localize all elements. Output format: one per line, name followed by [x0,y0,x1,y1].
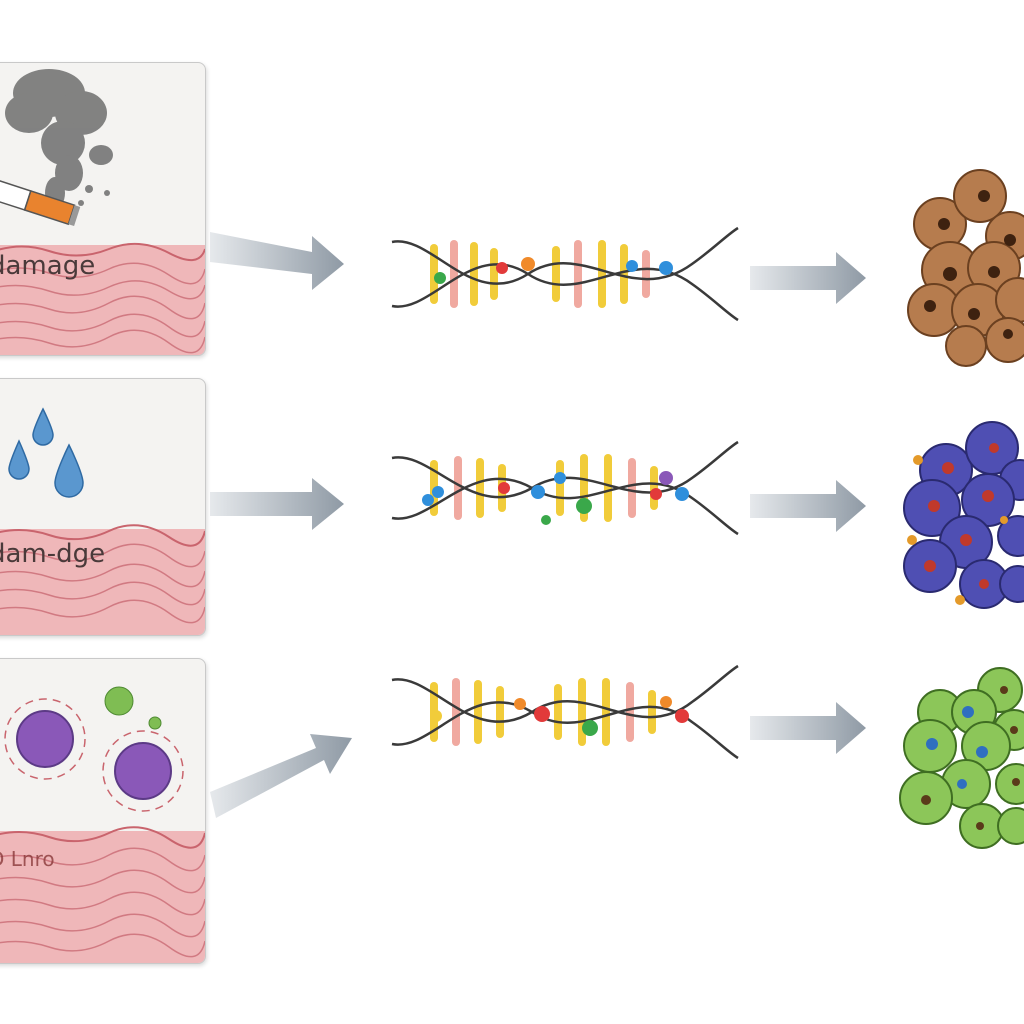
panel-fluid-art [0,407,205,635]
row-1-label: damage [0,251,96,281]
row-2-label: dam-dge [0,539,106,569]
cell-cluster-green [899,667,1024,849]
water-drop-icon [8,407,84,498]
row-3-label: D Lnro [0,847,55,871]
panel-inflammation-art [0,686,205,963]
panel-fluid: dam-dge [0,378,206,636]
tissue-layer [0,524,205,635]
cell-cluster-brown [907,169,1024,367]
arrow-row-3-b [750,702,866,754]
cigarette-icon [0,178,81,227]
dna-helix-row-1 [391,226,739,322]
arrow-row-3-a [210,734,352,818]
tissue-layer [0,826,205,963]
virus-icon [104,686,162,730]
arrow-row-1-b [750,252,866,304]
arrow-row-2-a [210,478,344,530]
dna-helix-row-3 [391,664,739,760]
arrow-row-2-b [750,480,866,532]
immune-cell-icon [4,698,184,812]
dna-helix-row-2 [391,440,739,536]
panel-smoking-art [0,69,205,355]
panel-smoking: damage [0,62,206,356]
arrow-row-1-a [210,232,344,290]
cell-cluster-blue [903,421,1024,609]
panel-inflammation: D Lnro [0,658,206,964]
tissue-layer [0,242,205,355]
